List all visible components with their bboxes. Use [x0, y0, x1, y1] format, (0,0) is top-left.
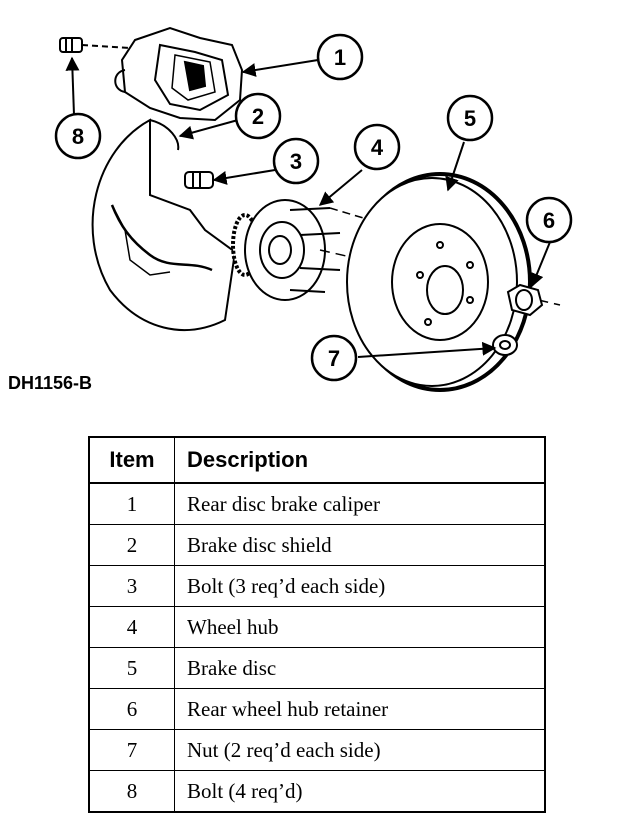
svg-text:6: 6	[543, 208, 555, 233]
callout-2: 2	[234, 92, 282, 140]
item-description: Brake disc shield	[174, 524, 546, 566]
callout-7: 7	[310, 334, 358, 382]
item-description: Rear wheel hub retainer	[174, 688, 546, 730]
table-header-row: Item Description	[88, 436, 546, 484]
callout-5: 5	[446, 94, 494, 142]
item-description: Brake disc	[174, 647, 546, 689]
table-row: 8 Bolt (4 req’d)	[88, 770, 546, 813]
svg-text:8: 8	[72, 124, 84, 149]
callout-8: 8	[54, 112, 102, 160]
svg-text:5: 5	[464, 106, 476, 131]
callout-1: 1	[316, 33, 364, 81]
parts-legend-table: Item Description 1 Rear disc brake calip…	[88, 436, 546, 813]
table-row: 7 Nut (2 req’d each side)	[88, 729, 546, 771]
item-description: Rear disc brake caliper	[174, 482, 546, 525]
callout-6: 6	[525, 196, 573, 244]
table-row: 6 Rear wheel hub retainer	[88, 688, 546, 730]
header-item: Item	[88, 436, 175, 484]
item-description: Bolt (4 req’d)	[174, 770, 546, 813]
wheel-hub	[231, 199, 561, 306]
exploded-view-diagram: 1 2 3 4 5 6 7 8	[54, 26, 573, 392]
svg-text:3: 3	[290, 149, 302, 174]
callout-3: 3	[272, 137, 320, 185]
item-number: 8	[88, 770, 175, 813]
brake-caliper	[114, 26, 244, 122]
table-row: 4 Wheel hub	[88, 606, 546, 648]
shield-bolt	[184, 171, 214, 189]
hub-retainer	[506, 283, 544, 317]
item-number: 2	[88, 524, 175, 566]
item-number: 7	[88, 729, 175, 771]
item-number: 3	[88, 565, 175, 607]
item-number: 4	[88, 606, 175, 648]
header-description: Description	[174, 436, 546, 484]
callout-4: 4	[353, 123, 401, 171]
brake-disc-shield	[91, 118, 237, 331]
item-number: 1	[88, 482, 175, 525]
item-description: Nut (2 req’d each side)	[174, 729, 546, 771]
item-number: 5	[88, 647, 175, 689]
item-number: 6	[88, 688, 175, 730]
svg-text:1: 1	[334, 45, 346, 70]
svg-text:2: 2	[252, 104, 264, 129]
table-row: 3 Bolt (3 req’d each side)	[88, 565, 546, 607]
item-description: Wheel hub	[174, 606, 546, 648]
table-row: 5 Brake disc	[88, 647, 546, 689]
svg-text:7: 7	[328, 346, 340, 371]
svg-text:4: 4	[371, 135, 384, 160]
brake-disc	[346, 172, 532, 392]
callout-leaders	[65, 56, 551, 358]
table-row: 1 Rear disc brake caliper	[88, 482, 546, 525]
table-row: 2 Brake disc shield	[88, 524, 546, 566]
caliper-bolt	[59, 37, 131, 53]
item-description: Bolt (3 req’d each side)	[174, 565, 546, 607]
figure-code: DH1156-B	[8, 373, 93, 393]
nut-part	[492, 334, 518, 356]
